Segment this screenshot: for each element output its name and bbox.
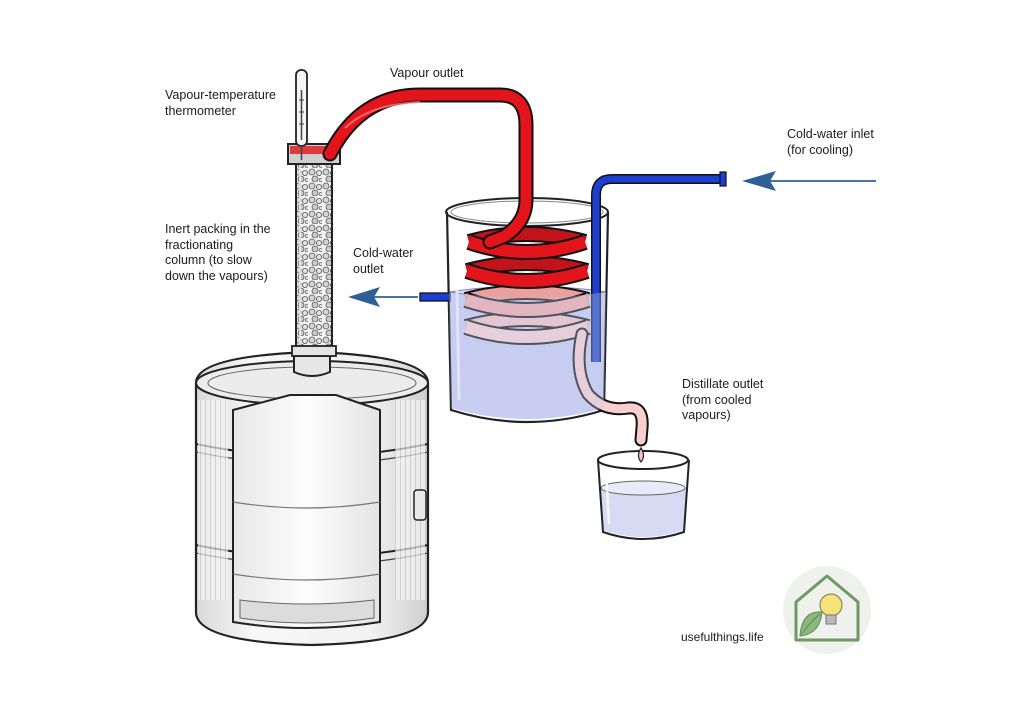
label-cold-water-inlet: Cold-water inlet (for cooling) [787, 127, 874, 157]
label-thermometer: Vapour-temperature thermometer [165, 88, 276, 118]
arrow-left-icon [742, 171, 876, 191]
thermometer [295, 69, 308, 160]
fractionating-column [287, 143, 341, 357]
condenser-coil [463, 226, 649, 447]
house-lightbulb-icon [783, 566, 871, 654]
cold-water-inlet-pipe [591, 171, 727, 362]
collection-glass [597, 446, 690, 540]
label-packing: Inert packing in the fractionating colum… [165, 222, 271, 283]
watermark-link[interactable]: usefulthings.life [681, 630, 764, 644]
droplet-icon [637, 446, 645, 463]
vapour-outlet-pipe [322, 87, 534, 250]
arrow-left-icon [348, 287, 418, 307]
label-distillate-outlet: Distillate outlet (from cooled vapours) [682, 377, 764, 422]
cold-water-outlet-pipe [419, 292, 451, 302]
label-vapour-outlet: Vapour outlet [390, 66, 464, 80]
boiler-drum [194, 350, 430, 647]
water-surface-overlay [449, 292, 606, 419]
label-cold-water-outlet: Cold-water outlet [353, 246, 414, 276]
